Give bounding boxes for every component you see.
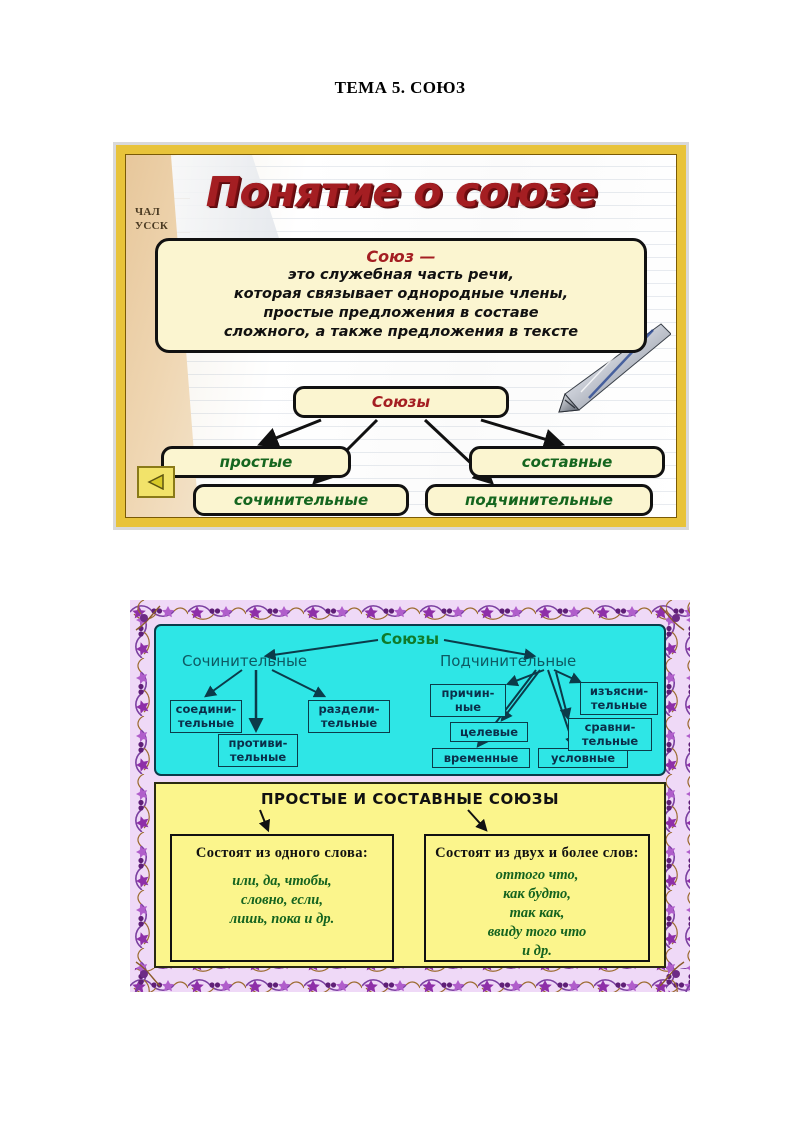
diagram-heading-subordinating: Подчинительные	[440, 652, 577, 670]
cell-simple-examples: или, да, чтобы, словно, если, лишь, пока…	[229, 873, 335, 927]
table-title: ПРОСТЫЕ И СОСТАВНЫЕ СОЮЗЫ	[261, 790, 559, 808]
box-vremennye: временные	[432, 748, 530, 768]
box-razdelitelnye: раздели- тельные	[308, 700, 390, 733]
box-soedinitelnye: соедини- тельные	[170, 700, 242, 733]
slide-conjunction-types: Союзы Сочинительные Подчинительные соеди…	[130, 600, 690, 992]
cell-compound-examples: оттого что, как будто, так как, ввиду то…	[487, 867, 587, 959]
diagram-root-label: Союзы	[380, 630, 440, 648]
definition-line-2: которая связывает однородные члены,	[233, 286, 569, 302]
book-cover-text-line2: УССК	[135, 220, 169, 232]
slide1-canvas: ЧАЛ УССК Понятие о союзе	[125, 154, 677, 518]
cell-compound-heading: Состоят из двух и более слов:	[435, 845, 639, 861]
definition-term: Союз —	[366, 247, 436, 266]
definition-line-3: простые предложения в составе	[263, 305, 539, 321]
slide1-heading: Понятие о союзе	[205, 168, 597, 216]
slide1-node-sostavnye: составные	[469, 446, 665, 478]
box-protivitelnye: противи- тельные	[218, 734, 298, 767]
slide1-node-root: Союзы	[293, 386, 509, 418]
box-celevye: целевые	[450, 722, 528, 742]
definition-line-4: сложного, а также предложения в тексте	[223, 324, 579, 340]
table-cell-simple: Состоят из одного слова: или, да, чтобы,…	[170, 834, 394, 962]
page-title: ТЕМА 5. СОЮЗ	[334, 78, 466, 97]
slide1-node-podchinitelnye: подчинительные	[425, 484, 653, 516]
slide1-node-prostye: простые	[161, 446, 351, 478]
box-sravnitelnye: сравни- тельные	[568, 718, 652, 751]
simple-compound-table: ПРОСТЫЕ И СОСТАВНЫЕ СОЮЗЫ Состоят из одн…	[154, 782, 666, 968]
definition-box: Союз — это служебная часть речи, которая…	[155, 238, 647, 353]
back-arrow-icon	[147, 474, 164, 490]
slide1-node-sochinitelnye: сочинительные	[193, 484, 409, 516]
diagram-heading-coordinating: Сочинительные	[182, 652, 308, 670]
table-cell-compound: Состоят из двух и более слов: оттого что…	[424, 834, 650, 962]
box-izyasnitelnye: изъясни- тельные	[580, 682, 658, 715]
box-uslovnye: условные	[538, 748, 628, 768]
book-cover-text-line1: ЧАЛ	[135, 206, 161, 218]
cell-simple-heading: Состоят из одного слова:	[195, 845, 369, 861]
slide-concept-of-conjunction: ЧАЛ УССК Понятие о союзе	[113, 142, 689, 530]
back-button[interactable]	[137, 466, 175, 498]
box-prichinnye: причин- ные	[430, 684, 506, 717]
conjunction-types-diagram: Союзы Сочинительные Подчинительные соеди…	[154, 624, 666, 776]
definition-line-1: это служебная часть речи,	[287, 267, 515, 283]
